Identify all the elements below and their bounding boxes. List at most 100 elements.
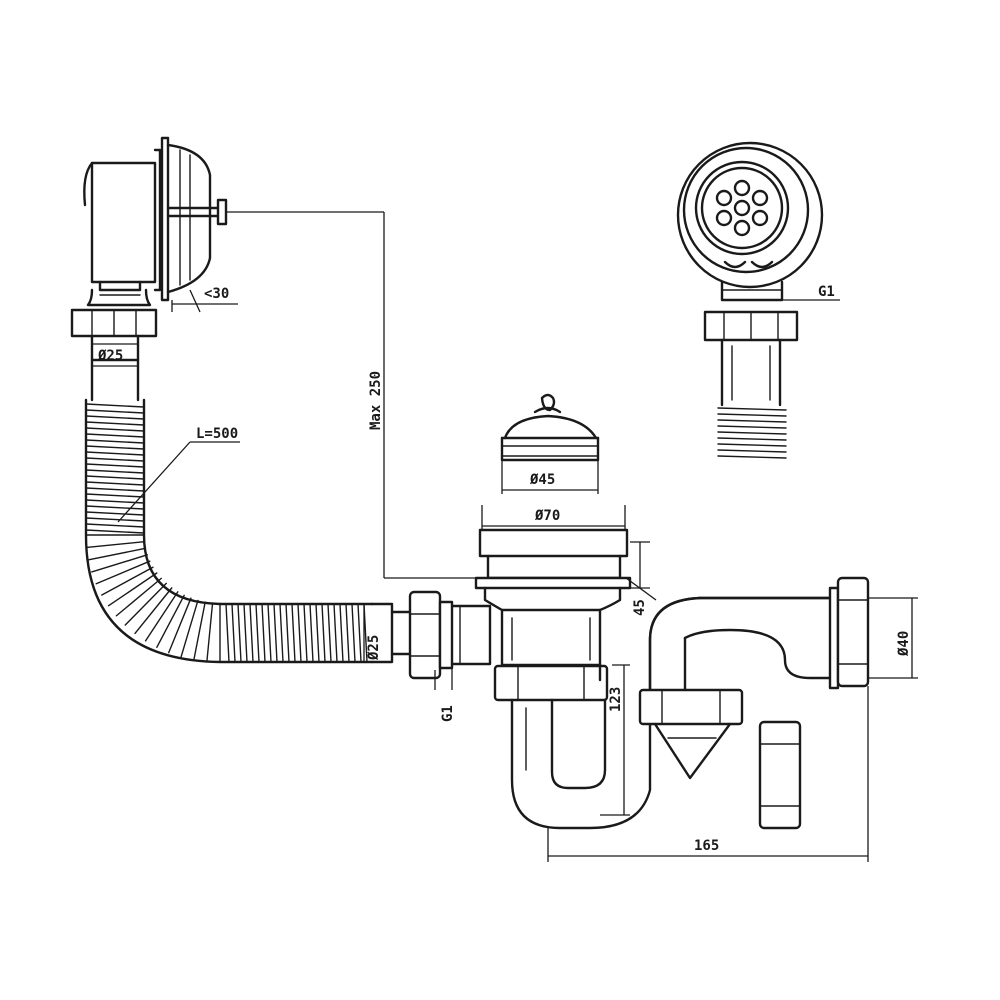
- overflow-front-view: G1: [676, 141, 840, 459]
- hose-rib: [107, 572, 158, 607]
- grate-hole: [715, 189, 733, 207]
- hose-rib: [87, 547, 147, 561]
- front-hose-rib: [717, 455, 787, 459]
- hose-rib: [85, 481, 145, 486]
- outlet-arm-inner: [683, 628, 832, 680]
- hose-rib: [101, 566, 154, 596]
- overflow-cap: [166, 143, 212, 294]
- front-hose-rib: [717, 425, 787, 429]
- hose-diameter-top-label: Ø25: [97, 348, 123, 364]
- grate-tabs: [723, 260, 774, 269]
- angle-label: <30: [204, 286, 229, 302]
- hose-rib: [357, 603, 362, 663]
- grate-hole: [751, 209, 769, 227]
- hose-rib: [85, 451, 145, 456]
- hose-rib: [85, 511, 145, 516]
- hose-rib: [249, 603, 254, 663]
- trap-u-outer: [510, 698, 652, 830]
- max-height-dimension: Max 250: [226, 211, 476, 579]
- hose-rib: [168, 597, 192, 654]
- angle-dimension-line: [189, 289, 201, 313]
- hose-rib: [85, 409, 145, 414]
- hose-rib: [85, 457, 145, 462]
- trap-height-label: 123: [608, 687, 624, 712]
- front-hose-rib: [717, 431, 787, 435]
- flange-diameter-label: Ø70: [534, 508, 560, 524]
- flange-height-label: 45: [632, 599, 648, 616]
- hose-rib: [85, 493, 145, 498]
- side-gasket: [438, 600, 454, 670]
- overflow-rim: [153, 148, 162, 292]
- hose-ribs: [85, 403, 368, 663]
- side-connector: Ø25 G1: [363, 590, 492, 722]
- hose-rib: [85, 475, 145, 480]
- hose-rib: [237, 603, 242, 663]
- overflow-housing: [90, 161, 157, 284]
- hose-rib: [85, 529, 145, 534]
- grate-hole: [733, 219, 751, 237]
- hose-rib: [333, 603, 338, 663]
- plug-diameter-label: Ø45: [529, 472, 555, 488]
- hose-rib: [85, 517, 145, 522]
- flange-top: [478, 528, 629, 558]
- grate-holes: [715, 179, 769, 237]
- hose-rib: [85, 415, 145, 420]
- hose-rib: [231, 603, 236, 663]
- hose-diameter-top-dimension: Ø25: [92, 343, 138, 367]
- hose-rib: [321, 603, 326, 663]
- hose-rib: [351, 603, 356, 663]
- hose-rib: [261, 603, 266, 663]
- hose-rib: [85, 445, 145, 450]
- hose-rib: [85, 427, 145, 432]
- hose-rib: [85, 439, 145, 444]
- hose-rib: [85, 523, 145, 528]
- hose-rib: [180, 599, 199, 658]
- flange-gasket: [474, 576, 632, 590]
- outlet-nut: [836, 576, 870, 688]
- hose-rib: [156, 594, 185, 648]
- drain-body: Ø70 45: [474, 505, 657, 702]
- hose-rib: [134, 587, 173, 635]
- hose-rib: [279, 603, 284, 663]
- hose-rib: [85, 463, 145, 468]
- hose-rib: [85, 541, 146, 549]
- hose-rib: [267, 603, 272, 663]
- hose-rib: [85, 421, 145, 426]
- hose-rib: [303, 603, 308, 663]
- hose-rib: [91, 554, 148, 573]
- hose-rib: [255, 603, 260, 663]
- hose-rib: [85, 433, 145, 438]
- hose-rib: [225, 603, 230, 663]
- hose-rib: [85, 487, 145, 492]
- front-hose-rib: [717, 449, 787, 453]
- overflow-cover: [160, 136, 170, 302]
- trap-u-inner: [550, 698, 607, 790]
- plug-cap: [503, 414, 598, 440]
- overflow-assembly: <30: [70, 136, 238, 402]
- plug-chain-ring: [540, 393, 556, 412]
- hose-length-annotation: L=500: [117, 426, 240, 523]
- front-hose-rib: [717, 407, 787, 411]
- front-hose-rib: [717, 443, 787, 447]
- hose-rib: [315, 603, 320, 663]
- hose-rib: [206, 602, 214, 663]
- cleanout-cone: [653, 722, 732, 780]
- siphon-trap: Ø40 123 165: [510, 576, 918, 862]
- hose-rib: [285, 603, 290, 663]
- hose-rib: [85, 403, 145, 408]
- outlet-diameter-label: Ø40: [896, 631, 912, 657]
- hose-rib: [291, 603, 296, 663]
- hose-rib: [273, 603, 278, 663]
- hose-rib: [309, 603, 314, 663]
- cable-knob: [216, 198, 228, 226]
- hose-inner-wall: [142, 398, 374, 606]
- hose-rib: [193, 601, 206, 661]
- grate-hole: [733, 179, 751, 197]
- hose-diameter-side-label: Ø25: [366, 635, 382, 661]
- max-height-label: Max 250: [368, 371, 384, 430]
- hose-outer-wall: [84, 398, 374, 664]
- hose-rib: [327, 603, 332, 663]
- drain-tube: [500, 608, 602, 667]
